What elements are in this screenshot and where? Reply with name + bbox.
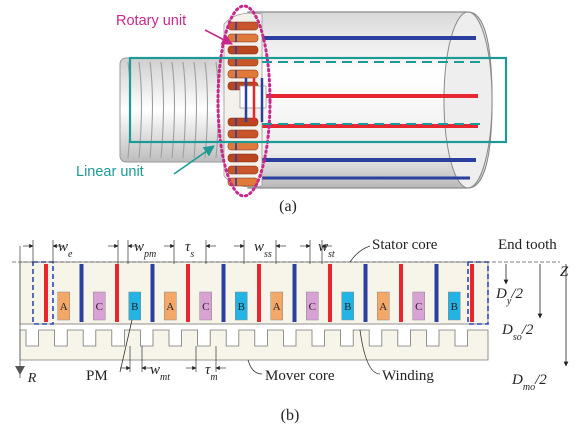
winding-coil bbox=[227, 33, 259, 43]
axis-z-label: Z bbox=[560, 264, 569, 280]
dim-dy: Dy/2 bbox=[495, 286, 523, 307]
pm-bar bbox=[434, 264, 439, 322]
coil-phase-label: C bbox=[202, 301, 209, 313]
pm-bar bbox=[399, 264, 403, 322]
stator-core-leader bbox=[349, 245, 371, 263]
shaft-rib bbox=[149, 61, 154, 159]
coil-phase-A bbox=[57, 291, 70, 321]
dim-wss: wss bbox=[254, 239, 272, 260]
winding-coil bbox=[227, 21, 259, 31]
mover-core-label: Mover core bbox=[265, 368, 335, 384]
rotary-unit-label: Rotary unit bbox=[116, 13, 186, 29]
winding-leader bbox=[359, 329, 381, 375]
coil-phase-C bbox=[199, 291, 212, 321]
pm-bar bbox=[150, 264, 155, 322]
winding-label: Winding bbox=[382, 368, 434, 384]
coil-phase-B bbox=[235, 291, 248, 321]
panel-b-cross-section: A C B A C B A C B A C B Z R we wpm τs wss wst Stato… bbox=[12, 237, 569, 424]
pm-bar bbox=[257, 264, 261, 322]
coil-phase-label: C bbox=[415, 301, 422, 313]
coil-phase-label: A bbox=[273, 301, 281, 313]
linear-unit-arrow bbox=[173, 145, 215, 175]
mover-core-region bbox=[19, 329, 489, 361]
end-tooth-label: End tooth bbox=[498, 237, 557, 253]
winding-coil bbox=[227, 153, 259, 163]
dim-dso: Dso/2 bbox=[501, 322, 534, 343]
linear-unit-outline bbox=[128, 56, 508, 144]
winding-coil bbox=[227, 45, 259, 55]
coil-phase-A bbox=[377, 291, 390, 321]
rotary-unit-arrow bbox=[204, 29, 233, 45]
winding-coil bbox=[227, 129, 259, 139]
dim-we: we bbox=[58, 239, 73, 260]
pm-bar bbox=[221, 264, 226, 322]
pm-bar bbox=[470, 264, 474, 322]
pm-bar bbox=[115, 264, 119, 322]
shaft-rib bbox=[138, 61, 143, 159]
coil-phase-C bbox=[306, 291, 319, 321]
pm-bar bbox=[328, 264, 332, 322]
coil-phase-label: A bbox=[166, 301, 174, 313]
stator-end-face bbox=[443, 11, 493, 189]
pm-leader bbox=[119, 319, 133, 373]
shaft-rib bbox=[182, 61, 187, 159]
coil-phase-B bbox=[128, 291, 141, 321]
dimension-markers bbox=[23, 240, 332, 372]
coil-phase-label: C bbox=[96, 301, 103, 313]
coil-phase-label: B bbox=[451, 301, 458, 313]
coil-phase-A bbox=[270, 291, 283, 321]
panel-a-motor-render: Rotary unit Linear unit (a) bbox=[76, 4, 508, 215]
pm-bar bbox=[363, 264, 368, 322]
rotary-unit-outline bbox=[216, 4, 272, 198]
coil-phase-label: B bbox=[344, 301, 351, 313]
coil-phase-B bbox=[448, 291, 461, 321]
pm-bar bbox=[44, 264, 48, 322]
r-axis-arrow bbox=[15, 366, 25, 375]
coil-phase-label: B bbox=[131, 301, 138, 313]
winding-coil bbox=[227, 165, 259, 175]
coil-phase-label: A bbox=[60, 301, 68, 313]
pm-bar bbox=[186, 264, 190, 322]
mover-core-leader bbox=[247, 359, 263, 375]
coil-phase-B bbox=[341, 291, 354, 321]
coil-phase-label: B bbox=[238, 301, 245, 313]
linear-unit-label: Linear unit bbox=[76, 164, 144, 180]
dim-wmt: wmt bbox=[150, 362, 170, 383]
winding-coil bbox=[227, 69, 259, 79]
dim-taus: τs bbox=[185, 239, 194, 260]
pm-label: PM bbox=[86, 368, 108, 384]
shaft-rib bbox=[171, 61, 176, 159]
shaft-rib bbox=[160, 61, 165, 159]
winding-coil bbox=[227, 57, 259, 67]
permanent-magnets bbox=[44, 264, 474, 322]
axis-r-label: R bbox=[27, 371, 37, 386]
caption-a: (a) bbox=[279, 198, 297, 215]
dim-taum: τm bbox=[205, 362, 218, 383]
coil-phase-label: A bbox=[379, 301, 387, 313]
dim-dmo: Dmo/2 bbox=[511, 372, 547, 393]
caption-b: (b) bbox=[281, 407, 300, 424]
shaft-rib bbox=[193, 61, 198, 159]
coil-phase-A bbox=[164, 291, 177, 321]
dim-wpm: wpm bbox=[134, 239, 156, 260]
pm-bar bbox=[79, 264, 84, 322]
dim-wst: wst bbox=[318, 239, 335, 260]
winding-coil bbox=[227, 141, 259, 151]
coil-phase-C bbox=[93, 291, 106, 321]
pm-bar bbox=[292, 264, 297, 322]
stator-core-label: Stator core bbox=[372, 237, 438, 253]
coil-phase-label: C bbox=[309, 301, 316, 313]
coil-phase-C bbox=[412, 291, 425, 321]
